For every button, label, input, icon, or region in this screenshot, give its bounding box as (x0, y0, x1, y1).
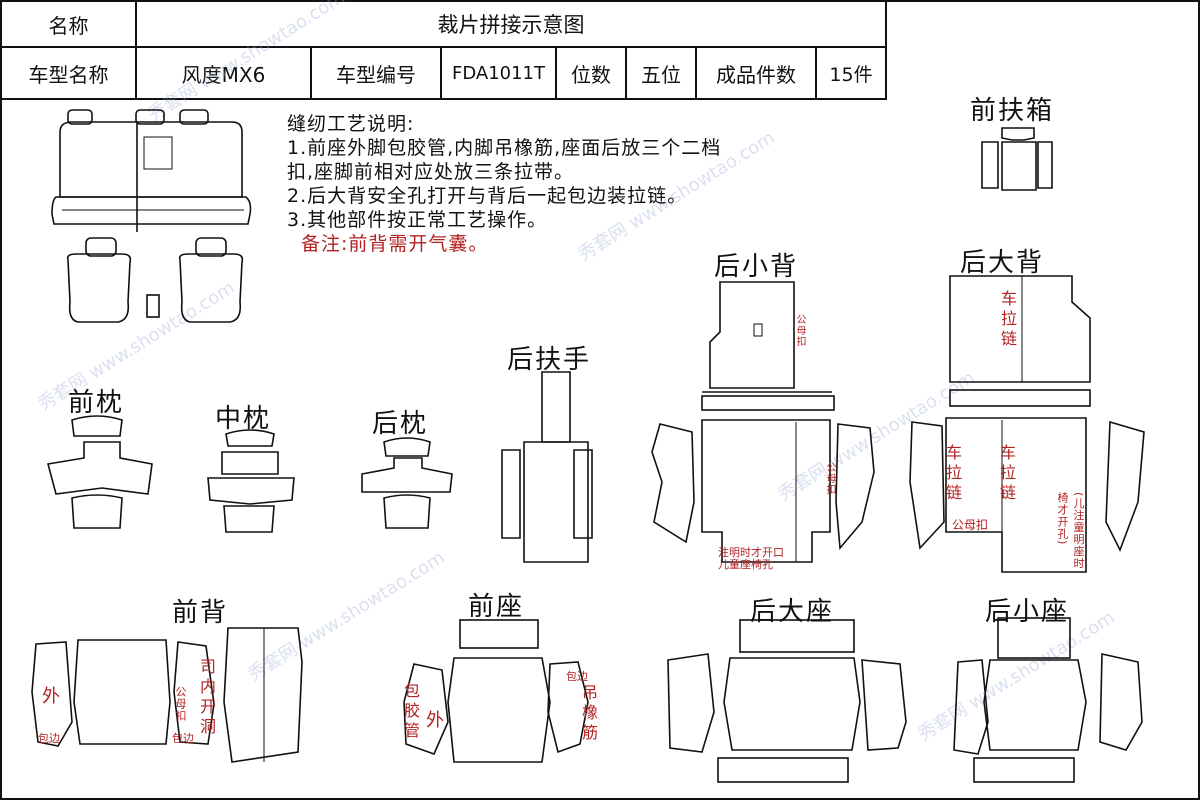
rear-small-back-pieces (651, 281, 875, 563)
note-edge-2: 包边 (172, 732, 194, 745)
label-front-headrest: 前枕 (68, 388, 125, 418)
note-buckle-big-back: 公母扣 (952, 518, 989, 532)
note-buckle-front-back: 公母扣 (174, 686, 187, 722)
note-elastic: 吊橡筋 (579, 684, 598, 744)
notes-line-2: 2.后大背安全孔打开与背后一起包边装拉链。 (287, 185, 688, 207)
label-front-armrest-box: 前扶箱 (970, 96, 1055, 126)
note-buckle-2: 公母扣 (824, 462, 835, 495)
front-armrest-box-pieces (981, 127, 1053, 191)
rear-big-seat-pieces (667, 619, 907, 783)
notes-title: 缝纫工艺说明: (287, 113, 415, 135)
seats-value: 五位 (627, 48, 697, 98)
label-front-back: 前背 (172, 598, 229, 628)
note-outer-2: 外 (426, 710, 444, 731)
sewing-notes: 缝纫工艺说明: 1.前座外脚包胶管,内脚吊橡筋,座面后放三个二档 扣,座脚前相对… (287, 112, 877, 256)
model-name-value: 风度MX6 (137, 48, 312, 98)
mid-headrest-pieces (207, 429, 295, 533)
name-label: 名称 (2, 2, 137, 46)
rear-seat-overview (51, 109, 252, 232)
notes-line-1a: 1.前座外脚包胶管,内脚吊橡筋,座面后放三个二档 (287, 137, 722, 159)
seats-label: 位数 (557, 48, 627, 98)
front-back-pieces (31, 627, 303, 763)
label-rear-headrest: 后枕 (372, 409, 429, 439)
label-rear-big-seat: 后大座 (750, 597, 835, 627)
header-row-1: 名称 裁片拼接示意图 (2, 2, 887, 48)
notes-line-3: 3.其他部件按正常工艺操作。 (287, 209, 548, 231)
label-rear-armrest: 后扶手 (507, 345, 592, 375)
note-inner-hole: 司内开洞 (197, 658, 216, 738)
note-open-when-marked: 注明时才开口 (718, 546, 784, 559)
front-seat-pieces (403, 619, 589, 763)
pieces-label: 成品件数 (697, 48, 817, 98)
rear-small-seat-pieces (953, 617, 1143, 783)
notes-line-1b: 扣,座脚前相对应处放三条拉带。 (287, 161, 575, 183)
note-zipper-left: 车拉链 (943, 444, 962, 504)
model-no-value: FDA1011T (442, 48, 557, 98)
label-rear-big-back: 后大背 (960, 248, 1045, 278)
notes-remark: 备注:前背需开气囊。 (301, 233, 489, 255)
note-buckle: 公母扣 (794, 314, 805, 347)
rear-big-back-pieces (909, 275, 1145, 573)
label-mid-headrest: 中枕 (215, 404, 272, 434)
note-zipper: 车拉链 (998, 290, 1017, 350)
diagram-title: 裁片拼接示意图 (437, 13, 585, 37)
note-child-seat-hole: 儿童座椅孔 (718, 558, 773, 571)
front-headrest-pieces (47, 415, 153, 529)
header-row-2: 车型名称 风度MX6 车型编号 FDA1011T 位数 五位 成品件数 15件 (2, 48, 887, 100)
pieces-value: 15件 (829, 63, 873, 86)
note-edge: 包边 (38, 732, 60, 745)
label-rear-small-back: 后小背 (714, 252, 799, 282)
rear-headrest-pieces (361, 437, 453, 529)
model-no-label: 车型编号 (312, 48, 442, 98)
front-seats-overview (66, 237, 244, 323)
note-outer: 外 (42, 686, 60, 707)
note-side-child-seat: (儿注童明座时椅才开孔) (1056, 492, 1085, 570)
model-name-label: 车型名称 (2, 48, 137, 98)
rear-armrest-pieces (501, 371, 593, 563)
note-edge-3: 包边 (566, 670, 588, 683)
note-tube: 包胶管 (401, 682, 420, 742)
label-front-seat: 前座 (468, 592, 525, 622)
note-zipper-right: 车拉链 (997, 444, 1016, 504)
